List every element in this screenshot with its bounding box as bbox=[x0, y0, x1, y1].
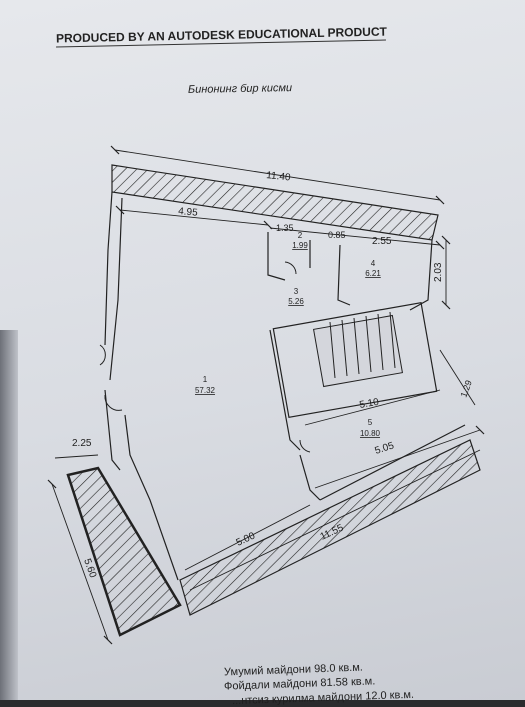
dim-right-side: 2.03 bbox=[433, 262, 444, 282]
room-2-number: 2 bbox=[298, 231, 303, 240]
room-2-area: 1.99 bbox=[292, 241, 308, 250]
staircase bbox=[312, 311, 404, 388]
left-solid-block bbox=[66, 466, 182, 637]
room-4-area: 6.21 bbox=[365, 269, 381, 278]
dim-top-mid-c: 2.55 bbox=[372, 236, 392, 247]
bottom-wall bbox=[179, 439, 481, 616]
dimension-lines bbox=[51, 149, 481, 641]
doors bbox=[99, 261, 311, 453]
room-5-area: 10.80 bbox=[360, 429, 381, 438]
page-edge-shadow bbox=[0, 330, 18, 700]
dim-corridor-upper: 5.10 bbox=[359, 397, 381, 411]
room-1-number: 1 bbox=[203, 375, 208, 384]
room-3-number: 3 bbox=[294, 287, 299, 296]
dim-right-stair: 1.29 bbox=[458, 379, 473, 399]
room-3-area: 5.26 bbox=[288, 297, 304, 306]
room-4-number: 4 bbox=[371, 259, 376, 268]
interior-walls bbox=[104, 191, 466, 581]
dim-top-total: 11.40 bbox=[266, 170, 292, 184]
dim-left-top: 2.25 bbox=[72, 438, 92, 449]
dim-corridor-lower: 5.05 bbox=[374, 440, 396, 457]
room-1-area: 57.32 bbox=[195, 386, 216, 395]
dim-top-mid-a: 1.35 bbox=[276, 223, 294, 233]
dim-top-left: 4.95 bbox=[178, 206, 199, 219]
dimension-ticks bbox=[47, 145, 485, 645]
dim-top-mid-b: 0.85 bbox=[328, 230, 346, 240]
room-5-number: 5 bbox=[368, 418, 373, 427]
